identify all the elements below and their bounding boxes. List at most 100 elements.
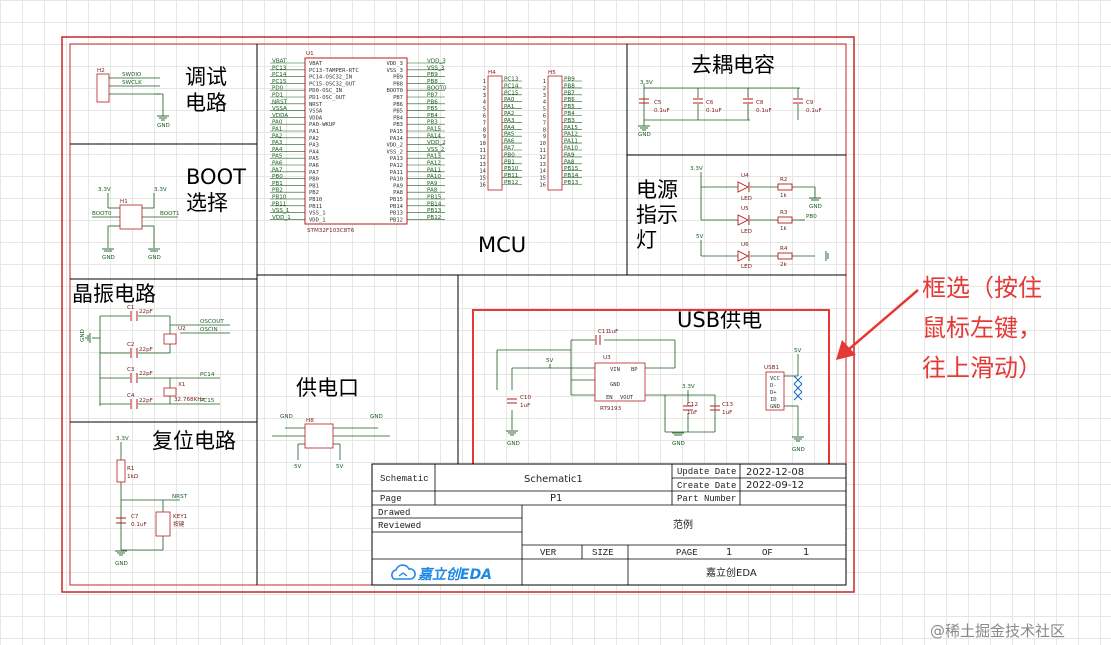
mcu-net-label: PB5 [427,106,438,112]
mcu-pin-label: PB3 [393,122,403,128]
mcu-chip[interactable]: U1 STM32F103C8T6 VBATVBATPC13-TAMPER-RTC… [270,51,447,234]
power-port-circuit[interactable]: H8 GND GND 5V 5V [272,414,390,470]
header-net-label: PB9 [564,77,575,83]
svg-text:LED: LED [741,196,752,202]
tb-ver-label: VER [540,548,557,558]
header-pin-number: 2 [543,86,546,92]
mcu-pin-label: PB7 [393,95,403,101]
title-usb: USB供电 [677,308,762,332]
svg-text:STM32F103C8T6: STM32F103C8T6 [307,228,355,234]
svg-text:H5: H5 [548,70,556,76]
title-power-led-line2: 指示 [636,203,678,227]
mcu-net-label: PB13 [427,208,442,214]
header-pin-number: 2 [483,86,486,92]
mcu-net-label: NRST [272,99,288,105]
svg-text:0.1uF: 0.1uF [706,108,722,114]
svg-text:U6: U6 [741,242,749,248]
svg-text:1k: 1k [780,193,788,199]
header-net-label: PA6 [504,139,515,145]
header-pin-number: 15 [539,176,546,182]
svg-text:C1: C1 [127,305,135,311]
mcu-pin-label: PB9 [393,75,403,81]
header-net-label: PB10 [504,166,519,172]
debug-circuit[interactable]: H2 SWDIO SWCLK GND [96,68,170,129]
mcu-net-label: PB1 [272,181,283,187]
svg-text:1k: 1k [780,226,788,232]
mcu-net-label: VBAT [272,59,287,65]
svg-text:C4: C4 [127,393,135,399]
header-pin-number: 13 [539,162,546,168]
title-reset: 复位电路 [152,429,236,453]
header-pin-number: 4 [543,100,547,106]
header-net-label: PB12 [504,180,518,186]
decoupling-circuit[interactable]: 3.3V C50.1uF C60.1uF C80.1uF C90.1uF GND [638,80,822,138]
annotation-line1: 框选（按住 [922,274,1042,302]
header-pin-number: 9 [483,134,486,140]
svg-text:GND: GND [370,414,383,420]
header-pin-number: 9 [543,134,546,140]
mcu-pin-label: PB6 [393,102,403,108]
header-net-label: PA7 [504,146,515,152]
title-power-led-line3: 灯 [636,228,657,252]
header-pin-number: 12 [539,155,546,161]
mcu-net-label: PA15 [427,127,441,133]
svg-text:GND: GND [102,255,115,261]
header-pin-number: 5 [543,107,546,113]
svg-text:NRST: NRST [172,494,188,500]
usb-pin-label: D+ [770,390,777,396]
tb-update-value: 2022-12-08 [746,467,804,478]
header-pin-number: 13 [479,162,486,168]
tb-update-label: Update Date [677,467,736,477]
mcu-net-label: PA9 [427,181,438,187]
reset-circuit[interactable]: 3.3V R1 1kΩ C70.1uF KEY1 按键 NRST GND [115,436,188,567]
svg-text:LED: LED [741,264,752,270]
header-net-label: PB14 [564,173,579,179]
svg-text:H4: H4 [488,70,496,76]
tb-part-label: Part Number [677,494,736,504]
svg-text:5V: 5V [294,464,302,470]
mcu-net-label: PB3 [427,120,438,126]
title-block[interactable]: Schematic Schematic1 Page P1 Drawed Revi… [371,463,847,586]
mcu-net-label: PA6 [272,161,283,167]
mcu-pin-label: VDD_1 [309,217,326,223]
title-decoupling: 去耦电容 [691,53,775,77]
header-pin-number: 7 [543,120,546,126]
mcu-pin-label: PA6 [309,163,319,169]
svg-text:KEY1: KEY1 [173,514,188,520]
mcu-pin-label: PB0 [309,177,319,183]
svg-text:GND: GND [157,123,170,129]
svg-text:22pF: 22pF [139,309,153,315]
tb-create-value: 2022-09-12 [746,480,804,491]
header-net-label: PA11 [564,139,578,145]
svg-text:按键: 按键 [173,520,185,528]
header-pin-number: 6 [543,114,546,120]
boot-circuit[interactable]: H1 3.3V 3.3V BOOT0 BOOT1 GND GND [92,187,180,261]
mcu-pin-label: PA0-WKUP [309,122,336,128]
mcu-net-label: VSS_3 [427,65,445,71]
header-pin-number: 12 [479,155,486,161]
svg-text:C10: C10 [520,395,531,401]
svg-text:H1: H1 [120,199,128,205]
svg-text:C11: C11 [598,329,609,335]
mcu-pin-label: NRST [309,102,323,108]
mcu-net-label: PA4 [272,147,283,153]
mcu-net-label: PB2 [272,188,283,194]
header-net-label: PB13 [564,180,579,186]
mcu-net-label: VSS_2 [427,147,444,153]
header-net-label: PC14 [504,83,519,89]
mcu-net-label: PA12 [427,161,441,167]
svg-text:GND: GND [507,441,520,447]
mcu-net-label: VDD_1 [272,215,291,221]
header-net-label: PA3 [504,118,515,124]
header-pin-number: 6 [483,114,486,120]
header-net-label: PA2 [504,111,514,117]
mcu-pin-label: VDDA [309,115,323,121]
svg-text:H8: H8 [306,418,314,424]
